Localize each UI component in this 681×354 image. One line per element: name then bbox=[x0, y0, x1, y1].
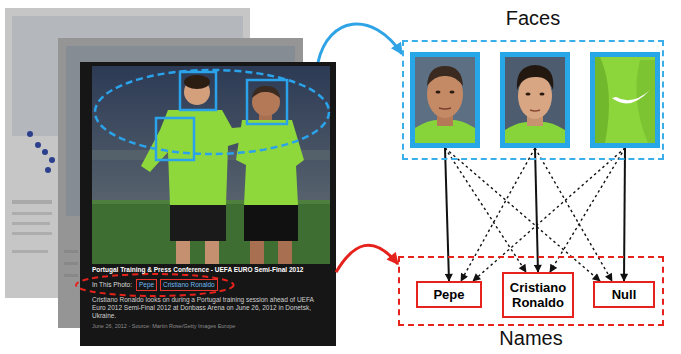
face-detection-box bbox=[247, 80, 287, 124]
caption-name-tag: Pepe bbox=[136, 279, 157, 291]
face-image bbox=[595, 57, 655, 143]
background-card bbox=[64, 274, 78, 277]
face-image bbox=[436, 91, 441, 94]
candidate-arrow bbox=[445, 148, 526, 272]
name-label: Pepe bbox=[433, 287, 464, 302]
photo bbox=[250, 241, 264, 264]
match-arrow bbox=[535, 148, 538, 272]
group-heading: Names bbox=[380, 326, 681, 350]
name-label: Null bbox=[612, 287, 637, 302]
background-card bbox=[12, 250, 48, 253]
match-arrow bbox=[445, 148, 449, 281]
photo bbox=[205, 241, 219, 264]
blue-dots bbox=[42, 149, 48, 155]
match-arrow bbox=[624, 148, 625, 281]
faces-group: Faces bbox=[402, 40, 664, 160]
name-box: Null bbox=[593, 281, 655, 308]
name-tag-text: Pepe bbox=[139, 281, 154, 289]
candidate-arrow bbox=[461, 148, 535, 281]
face-detection-box bbox=[180, 72, 216, 110]
background-card bbox=[64, 262, 78, 265]
photo bbox=[170, 205, 226, 241]
blue-dots bbox=[27, 131, 33, 137]
face-detection-box bbox=[156, 72, 287, 160]
name-box: Cristiano Ronaldo bbox=[502, 272, 574, 318]
source-line: June 26, 2012 - Source: Martin Rose/Gett… bbox=[92, 323, 324, 330]
face-image bbox=[526, 93, 531, 96]
blue-dots bbox=[35, 142, 41, 148]
background-card bbox=[64, 250, 78, 253]
candidate-arrow bbox=[473, 148, 625, 281]
face-image bbox=[450, 91, 455, 94]
face-thumbnail bbox=[590, 52, 660, 148]
face-image bbox=[636, 60, 655, 143]
photo bbox=[244, 205, 298, 241]
photo bbox=[236, 120, 304, 205]
face-image bbox=[505, 57, 565, 143]
face-image bbox=[439, 108, 451, 109]
candidate-arrow bbox=[445, 148, 600, 281]
name-box: Pepe bbox=[416, 281, 482, 308]
names-group: NamesPepeCristiano RonaldoNull bbox=[398, 256, 664, 326]
photo bbox=[92, 66, 330, 264]
photo bbox=[278, 241, 292, 264]
extraction-arrow bbox=[336, 245, 398, 272]
background-card bbox=[12, 222, 50, 225]
face-image bbox=[595, 57, 655, 143]
candidate-arrow bbox=[550, 148, 625, 272]
candidate-arrow bbox=[535, 148, 612, 281]
face-image bbox=[530, 110, 540, 111]
photo bbox=[92, 66, 330, 264]
blue-dots bbox=[49, 157, 55, 163]
photo bbox=[176, 241, 190, 264]
background-card bbox=[12, 212, 52, 215]
photo bbox=[252, 86, 280, 98]
face-thumbnail bbox=[410, 52, 480, 148]
face-image bbox=[415, 57, 475, 143]
blue-dots bbox=[45, 167, 51, 173]
face-image bbox=[595, 57, 609, 143]
names-highlight bbox=[76, 274, 234, 296]
face-image bbox=[427, 66, 463, 86]
name-label: Cristiano Ronaldo bbox=[508, 280, 568, 310]
background-card bbox=[12, 200, 52, 204]
face-image bbox=[415, 57, 475, 143]
faces-highlight bbox=[95, 70, 329, 154]
face-image bbox=[540, 93, 545, 96]
caption-name-tag: Cristiano Ronaldo bbox=[160, 279, 218, 291]
screenshot-frame bbox=[80, 62, 336, 346]
group-heading: Faces bbox=[384, 6, 681, 30]
background-card bbox=[12, 232, 52, 235]
photo bbox=[184, 75, 210, 89]
blue-dots bbox=[27, 131, 55, 173]
caption-label: In This Photo: bbox=[92, 281, 132, 289]
face-image bbox=[505, 57, 565, 143]
photo bbox=[92, 200, 330, 264]
name-tag-text: Cristiano Ronaldo bbox=[163, 281, 215, 289]
extraction-arrow bbox=[318, 24, 402, 62]
screenshot-frame bbox=[80, 62, 336, 346]
caption-text: Cristiano Ronaldo looks on during a Port… bbox=[92, 296, 324, 320]
screenshot-card: Portugal Training & Press Conference - U… bbox=[80, 62, 336, 346]
face-image bbox=[612, 90, 650, 103]
face-thumbnail bbox=[500, 52, 570, 148]
face-image bbox=[517, 65, 554, 90]
caption-title: Portugal Training & Press Conference - U… bbox=[92, 266, 324, 274]
